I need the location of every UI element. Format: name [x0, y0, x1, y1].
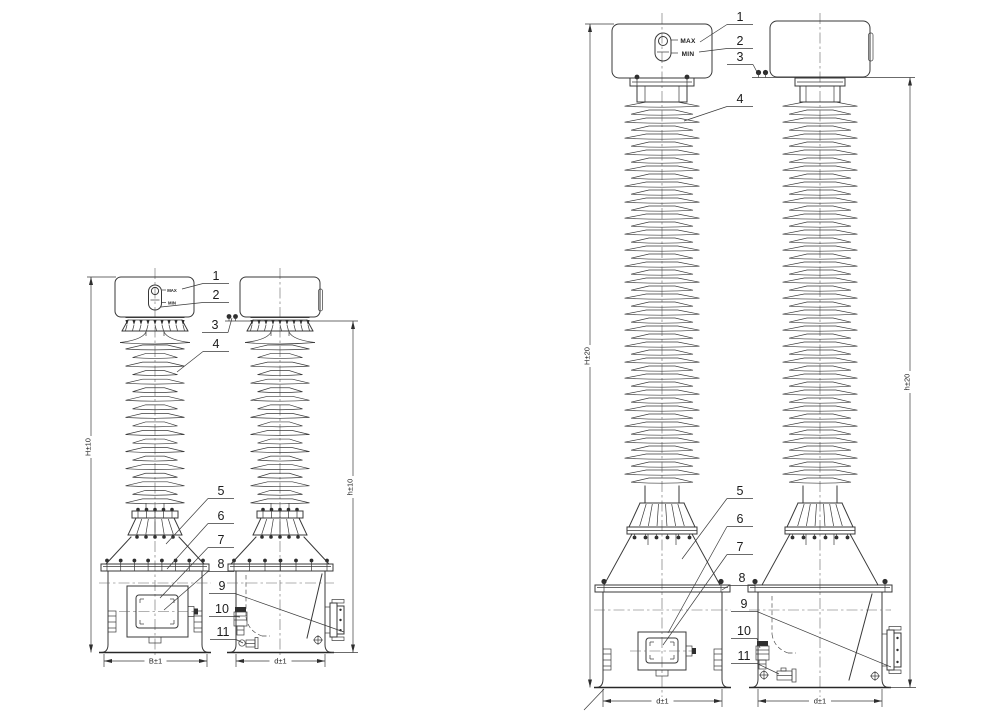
callout-3: 3 — [727, 50, 758, 73]
callout-6: 6 — [166, 509, 234, 570]
dim-arrow — [104, 659, 112, 663]
oil-level-gauge: MAX MIN — [148, 284, 177, 311]
dim-arrow — [908, 77, 912, 86]
dim-side-width-small: d±1 — [274, 657, 286, 666]
dim-side-width-large: d±1 — [814, 697, 826, 706]
callout-7: 7 — [159, 533, 234, 599]
oil-max-label: MAX — [167, 288, 177, 293]
callout-number: 5 — [218, 484, 225, 498]
large-unit: MAX MIN H±20 h±20 d±1 d±1 1 2 3 4 5 6 7 8 9 10 11 — [583, 10, 916, 711]
callout-number: 8 — [739, 571, 746, 585]
callout-2: 2 — [160, 288, 229, 308]
callout-4: 4 — [683, 92, 753, 122]
callout-number: 11 — [217, 625, 230, 639]
oil-max-label: MAX — [680, 38, 696, 45]
callout-number: 3 — [212, 318, 219, 332]
callout-11: 11 — [731, 649, 780, 675]
callout-number: 6 — [737, 512, 744, 526]
dim-overall-height-small: H±10 — [84, 438, 93, 456]
dim-arrow — [758, 699, 766, 703]
callout-number: 1 — [737, 10, 744, 24]
dim-arrow — [588, 24, 592, 32]
dim-partial-height-small: h±10 — [346, 479, 355, 496]
oil-min-label: MIN — [682, 51, 695, 58]
callout-number: 5 — [737, 484, 744, 498]
callout-5: 5 — [165, 484, 234, 545]
callout-9: 9 — [209, 579, 345, 633]
large-callouts: 1 2 3 4 5 6 7 8 9 10 11 — [662, 10, 892, 675]
callout-number: 7 — [737, 540, 744, 554]
dim-front-width-large: d±1 — [656, 697, 668, 706]
dim-arrow — [588, 679, 592, 688]
small-side-view — [227, 268, 345, 662]
callout-number: 3 — [737, 50, 744, 64]
callout-9: 9 — [731, 597, 892, 668]
small-front-view: MAX MIN — [99, 268, 211, 662]
callout-number: 6 — [218, 509, 225, 523]
callout-11: 11 — [210, 625, 244, 644]
large-side-view — [747, 13, 915, 697]
callout-number: 2 — [737, 34, 744, 48]
callout-number: 11 — [738, 649, 751, 663]
callout-number: 4 — [737, 92, 744, 106]
callout-number: 10 — [737, 624, 751, 638]
dim-overall-height-large: H±20 — [583, 347, 592, 365]
large-front-view: MAX MIN — [583, 13, 731, 711]
dim-arrow — [89, 277, 93, 285]
callout-8: 8 — [721, 571, 755, 591]
small-callouts: 1 2 3 4 5 6 7 8 9 10 11 — [159, 269, 345, 644]
callout-number: 1 — [213, 269, 220, 283]
callout-2: 2 — [698, 34, 753, 53]
callout-6: 6 — [667, 512, 753, 634]
callout-number: 9 — [219, 579, 226, 593]
dim-arrow — [351, 321, 355, 329]
callout-1: 1 — [181, 269, 229, 290]
callout-number: 4 — [213, 337, 220, 351]
oil-min-label: MIN — [168, 301, 176, 306]
callout-number: 8 — [218, 557, 225, 571]
callout-8: 8 — [163, 557, 234, 611]
callout-3: 3 — [202, 317, 233, 333]
dim-arrow — [236, 659, 244, 663]
dim-arrow — [199, 659, 207, 663]
callout-number: 9 — [741, 597, 748, 611]
dim-arrow — [351, 644, 355, 653]
dim-arrow — [603, 699, 611, 703]
callout-number: 2 — [213, 288, 220, 302]
callout-number: 7 — [218, 533, 225, 547]
dim-arrow — [89, 644, 93, 653]
dim-arrow — [714, 699, 722, 703]
callout-7: 7 — [662, 540, 753, 646]
dim-partial-height-large: h±20 — [903, 374, 912, 391]
dim-arrow — [317, 659, 325, 663]
callout-4: 4 — [176, 337, 229, 373]
dim-front-width-small: B±1 — [149, 657, 162, 666]
callout-10: 10 — [731, 624, 761, 649]
callout-5: 5 — [681, 484, 753, 560]
oil-level-gauge: MAX MIN — [654, 32, 696, 62]
callout-number: 10 — [215, 602, 229, 616]
large-dims: H±20 h±20 d±1 d±1 — [583, 23, 916, 707]
callout-1: 1 — [699, 10, 753, 43]
callout-10: 10 — [209, 602, 241, 618]
small-unit: MAX MIN H±10 h±10B±1 d±1 1 2 3 4 5 6 7 8 9 10 11 — [84, 268, 358, 667]
dim-arrow — [908, 679, 912, 688]
small-dims: H±10 h±10B±1 d±1 — [84, 276, 358, 667]
dim-arrow — [874, 699, 882, 703]
